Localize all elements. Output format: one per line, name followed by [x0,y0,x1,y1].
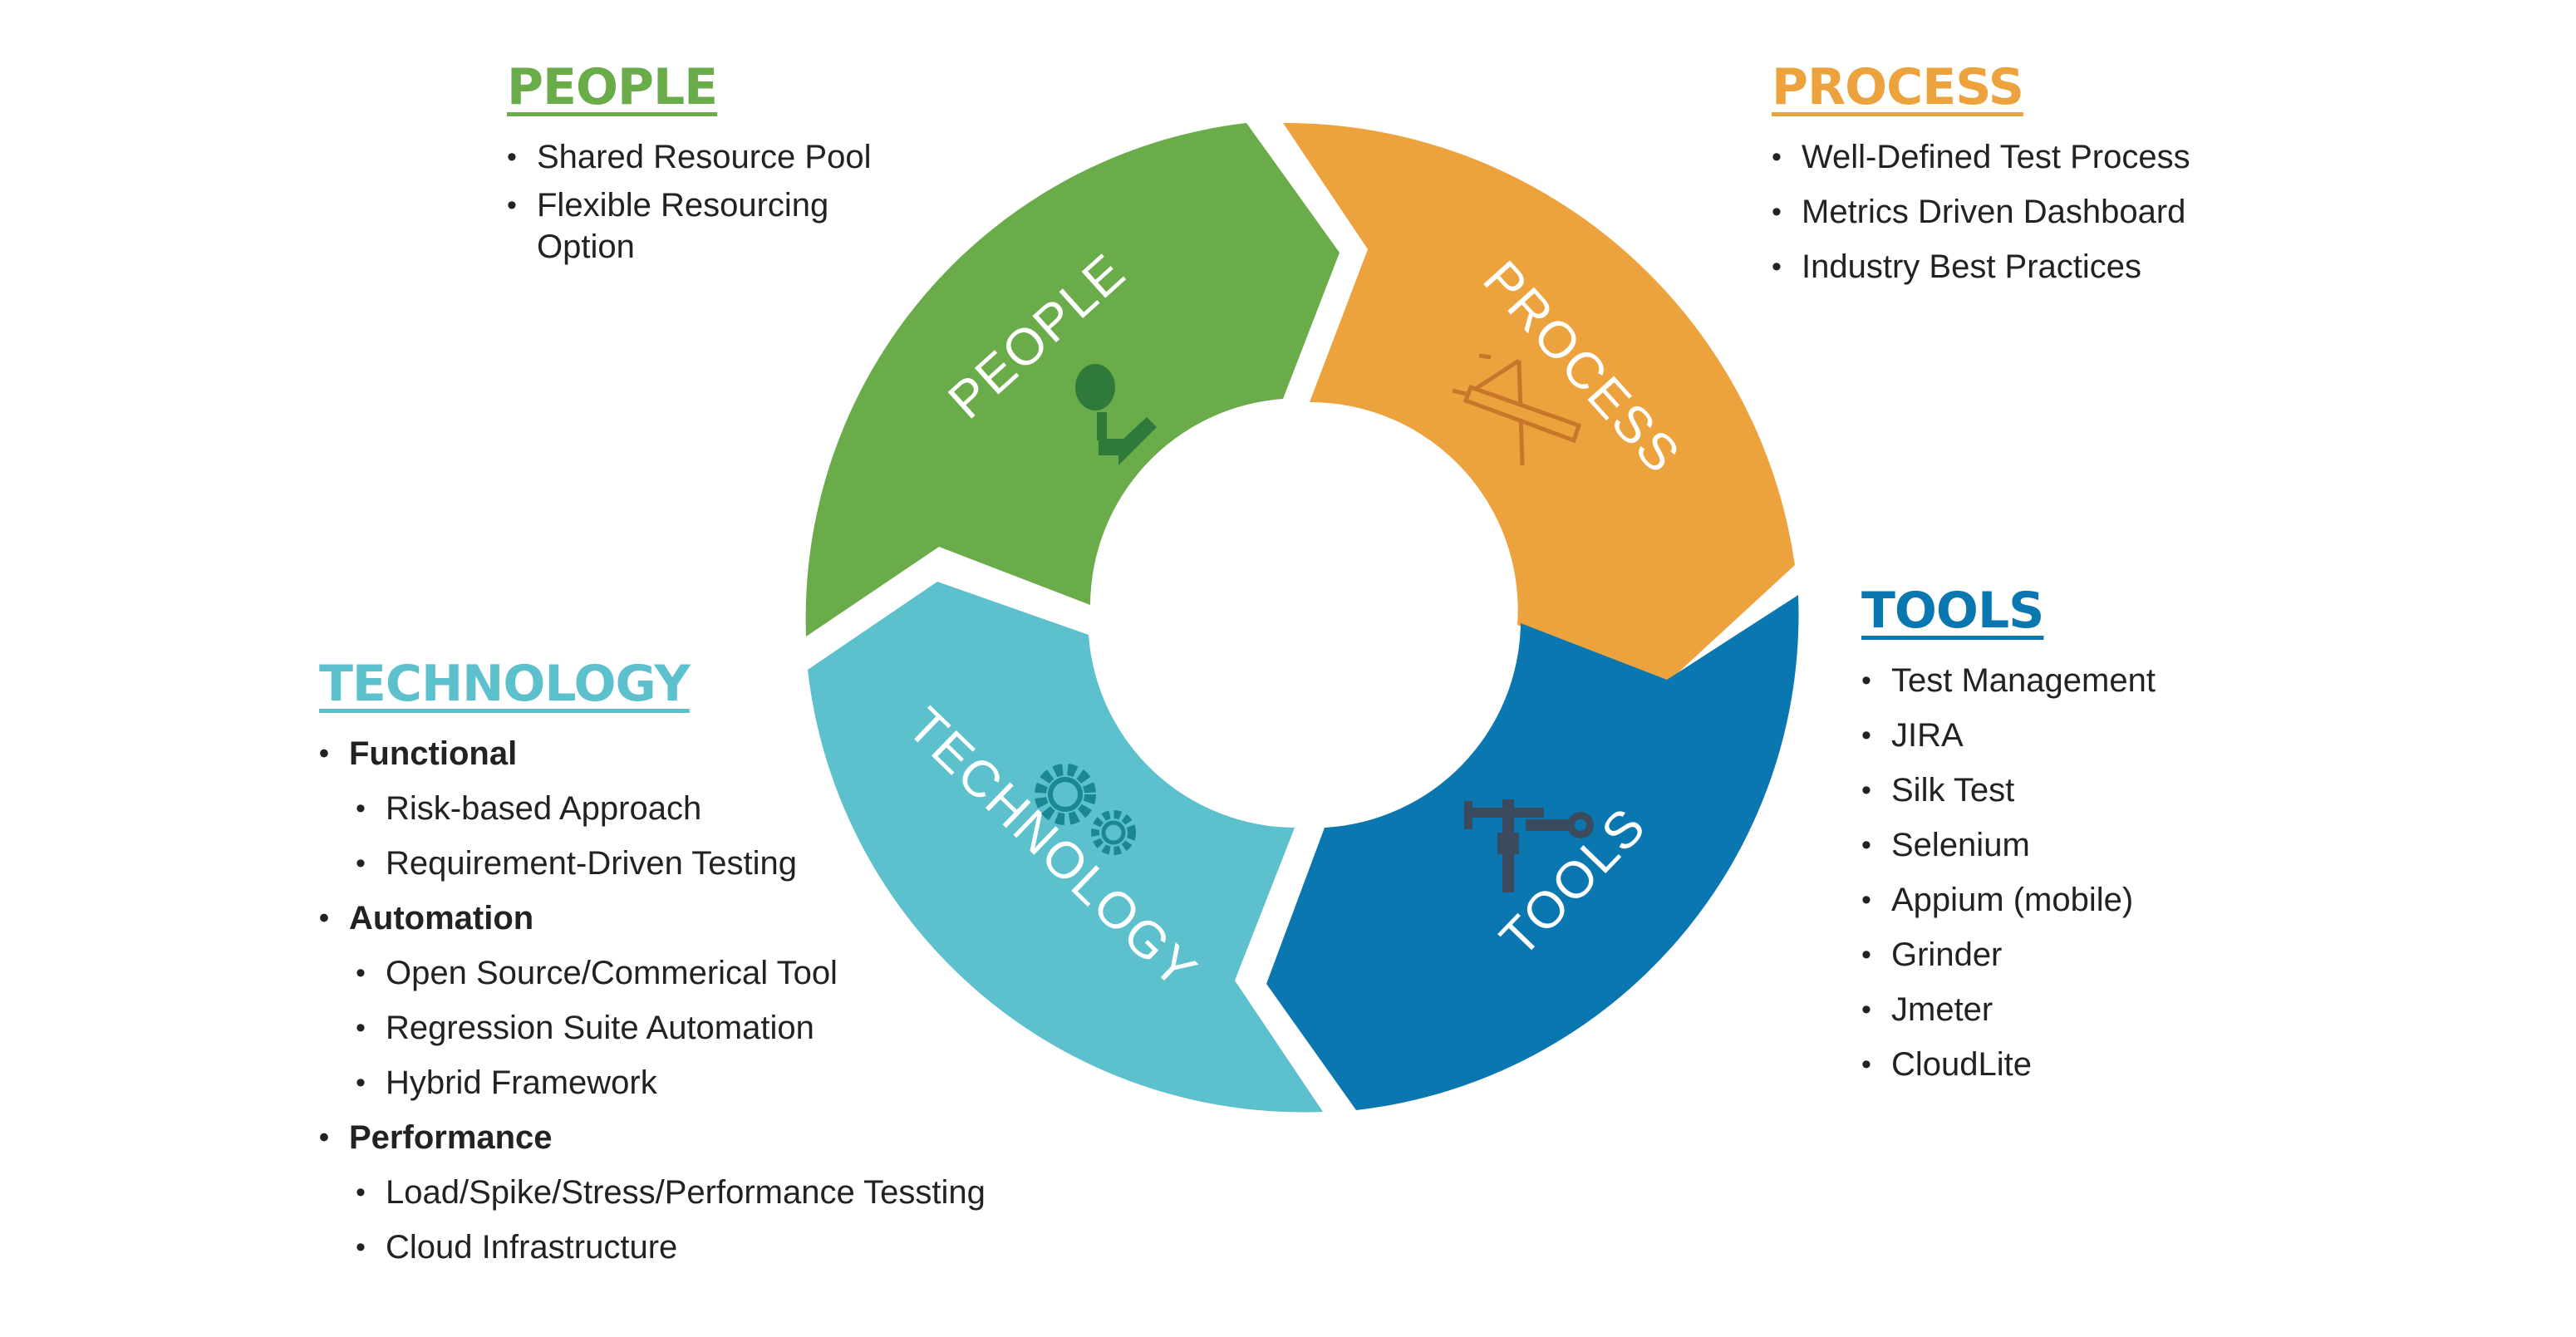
gears-icon [1035,764,1136,855]
list-item: JIRA [1861,708,2156,763]
tools-list: Test Management JIRA Silk Test Selenium … [1861,653,2156,1092]
list-item: Selenium [1861,818,2156,872]
list-item: Metrics Driven Dashboard [1772,184,2190,239]
people-segment [805,123,1340,637]
people-heading: PEOPLE [507,58,718,116]
group-label-automation: Automation [319,891,986,946]
process-heading: PROCESS [1772,58,2024,116]
list-item: Hybrid Framework [356,1055,986,1110]
group-label-performance: Performance [319,1110,986,1165]
pencil-compass-icon [1452,353,1582,466]
list-item: Cloud Infrastructure [356,1220,986,1275]
list-item: Grinder [1861,927,2156,982]
list-item: Test Management [1861,653,2156,708]
group-label-functional: Functional [319,726,986,781]
process-panel: PROCESS Well-Defined Test Process Metric… [1772,58,2190,294]
list-item: Well-Defined Test Process [1772,130,2190,184]
tools-heading: TOOLS [1861,582,2044,640]
list-item: Requirement-Driven Testing [356,836,986,891]
list-item: Jmeter [1861,982,2156,1037]
technology-heading: TECHNOLOGY [319,655,691,713]
screwdriver-wrench-icon [1464,799,1594,892]
list-item: CloudLite [1861,1037,2156,1092]
process-segment [1283,122,1795,681]
tools-segment [1266,595,1799,1110]
process-list: Well-Defined Test Process Metrics Driven… [1772,130,2190,294]
list-item: Silk Test [1861,763,2156,818]
list-item: Flexible Resourcing Option [507,184,853,268]
list-item: Appium (mobile) [1861,872,2156,927]
list-item: Open Source/Commerical Tool [356,946,986,1000]
technology-segment [808,582,1323,1113]
people-list: Shared Resource Pool Flexible Resourcing… [507,130,871,268]
technology-list: Functional Risk-based Approach Requireme… [319,726,986,1275]
list-item: Load/Spike/Stress/Performance Tessting [356,1165,986,1220]
people-panel: PEOPLE Shared Resource Pool Flexible Res… [507,58,871,281]
tools-panel: TOOLS Test Management JIRA Silk Test Sel… [1861,582,2156,1092]
person-icon [1075,364,1157,465]
technology-panel: TECHNOLOGY Functional Risk-based Approac… [319,655,986,1275]
list-item: Industry Best Practices [1772,239,2190,294]
list-item: Risk-based Approach [356,781,986,836]
list-item: Shared Resource Pool [507,130,871,184]
list-item: Regression Suite Automation [356,1000,986,1055]
